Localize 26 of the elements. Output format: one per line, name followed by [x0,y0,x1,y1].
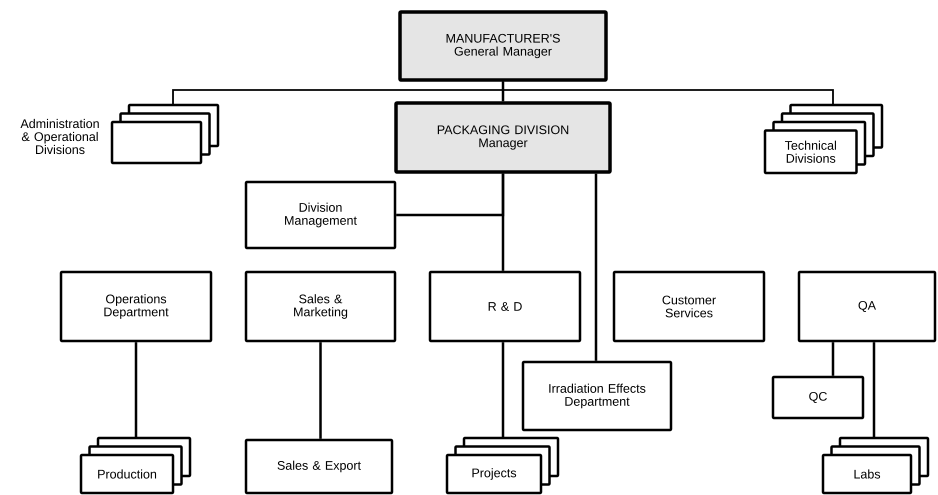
department-box: R & D [428,270,582,342]
department-box: Operations Department [60,270,212,342]
connector-line [134,342,138,438]
connector-line [872,342,876,438]
connector-line [319,342,322,439]
department-box: Sales & Marketing [244,270,396,342]
stacked-boxes: Technical Divisions [764,104,884,174]
stacked-boxes: Labs [822,436,930,494]
connector-line [502,82,834,105]
department-box: Division Management [244,180,396,250]
connector-line [832,342,834,376]
department-box: Irradiation Effects Department [522,360,672,432]
connector-line [502,82,504,102]
node-label: Administration & Operational Divisions [20,118,99,154]
stacked-boxes: Administration & Operational Divisions [11,104,220,164]
department-box: QC [772,376,864,420]
manager-box: PACKAGING DIVISION Manager [394,101,612,174]
department-box: QA [798,270,936,342]
department-box: Customer Services [612,270,766,342]
manager-box: MANUFACTURER'S General Manager [398,10,608,82]
connector-line [502,174,504,271]
connector-line [502,342,504,438]
connector-line [594,174,598,361]
department-box: Sales & Export [244,438,394,494]
stacked-boxes: Production [80,436,192,494]
stacked-boxes: Projects [446,436,560,494]
